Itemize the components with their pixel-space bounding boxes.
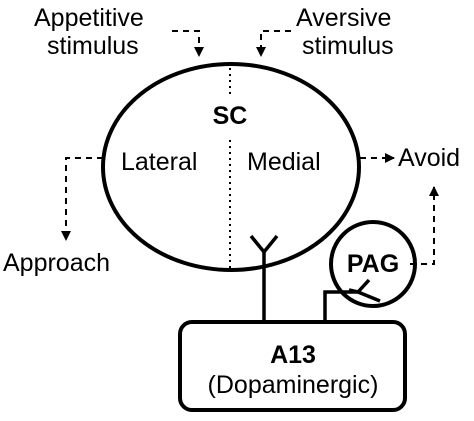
pag-circle: [329, 220, 417, 308]
avoid-label: Avoid: [398, 144, 460, 172]
sc-oval: [101, 62, 361, 272]
aversive-label-line1: Aversive: [296, 4, 391, 32]
approach-label: Approach: [3, 249, 110, 277]
a13-subtitle: (Dopaminergic): [208, 371, 379, 399]
aversive-label-line2: stimulus: [302, 32, 394, 60]
a13-box: [178, 320, 407, 412]
sc-synapse-terminal: [249, 234, 279, 255]
appetitive-label-line2: stimulus: [47, 32, 139, 60]
pag-label: PAG: [347, 250, 399, 278]
medial-label: Medial: [247, 148, 321, 176]
pag-synapse-terminal: [348, 278, 381, 303]
sc-title: SC: [213, 102, 248, 130]
a13-title: A13: [270, 341, 316, 369]
appetitive-label-line1: Appetitive: [34, 4, 144, 32]
pag-avoid-arrow: [410, 186, 439, 265]
approach-output-arrow: [61, 157, 103, 241]
lateral-label: Lateral: [121, 148, 197, 176]
appetitive-input-arrow: [172, 30, 204, 57]
aversive-input-arrow: [256, 30, 291, 57]
a13-pag-projection: [323, 290, 358, 322]
